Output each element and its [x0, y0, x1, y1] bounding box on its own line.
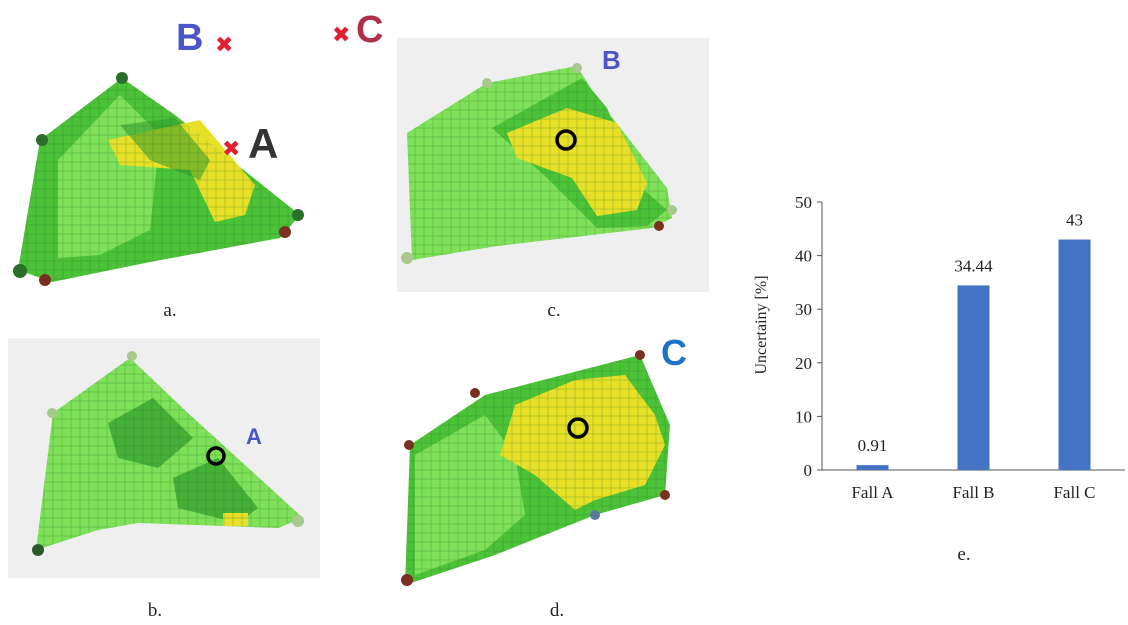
chart-bars [856, 239, 1091, 470]
terrain-map-a: B ✖ ✖ A [13, 17, 304, 286]
y-tick-label: 40 [795, 247, 812, 266]
caption-e: e. [957, 544, 971, 565]
terrain-map-d: C [401, 335, 687, 586]
location-circle-icon [206, 446, 226, 466]
chart-axes: 0 10 20 30 40 50 [795, 193, 1125, 480]
caption-c: c. [547, 300, 561, 321]
y-tick-label: 20 [795, 354, 812, 373]
point-a-label: A [246, 424, 262, 449]
point-c-label: C [356, 9, 383, 51]
panel-c: B [397, 38, 709, 292]
y-tick-label: 0 [804, 461, 813, 480]
y-tick-label: 30 [795, 300, 812, 319]
bar-value-label: 34.44 [954, 256, 993, 275]
x-tick-label: Fall C [1053, 483, 1095, 502]
point-b-label: B [176, 17, 203, 59]
caption-a: a. [163, 300, 177, 321]
caption-d: d. [549, 600, 565, 621]
x-tick-label: Fall B [952, 483, 994, 502]
cross-b-icon: ✖ [215, 32, 233, 57]
panel-d: C [395, 335, 695, 595]
bar-value-label: 0.91 [858, 436, 888, 455]
point-a-label: A [248, 120, 278, 167]
panel-a: B ✖ ✖ A [0, 0, 310, 300]
cross-a-icon: ✖ [222, 136, 240, 161]
y-tick-label: 10 [795, 407, 812, 426]
location-circle-icon [555, 129, 577, 151]
bar-2 [957, 285, 990, 470]
point-c-label: C [661, 335, 687, 373]
bar-1 [856, 465, 889, 470]
panel-b: A [8, 338, 320, 578]
point-b-label: B [602, 45, 621, 75]
location-circle-icon [567, 417, 589, 439]
y-tick-label: 50 [795, 193, 812, 212]
terrain-map-c: B [397, 38, 709, 292]
terrain-map-b: A [8, 338, 320, 578]
y-axis-label: Uncertainy [%] [753, 275, 770, 374]
x-tick-label: Fall A [851, 483, 894, 502]
caption-b: b. [147, 600, 163, 621]
bar-3 [1058, 239, 1091, 470]
point-c-marker: ✖ C [328, 4, 388, 54]
cross-c-icon: ✖ [332, 22, 350, 47]
bar-value-label: 43 [1066, 211, 1083, 230]
